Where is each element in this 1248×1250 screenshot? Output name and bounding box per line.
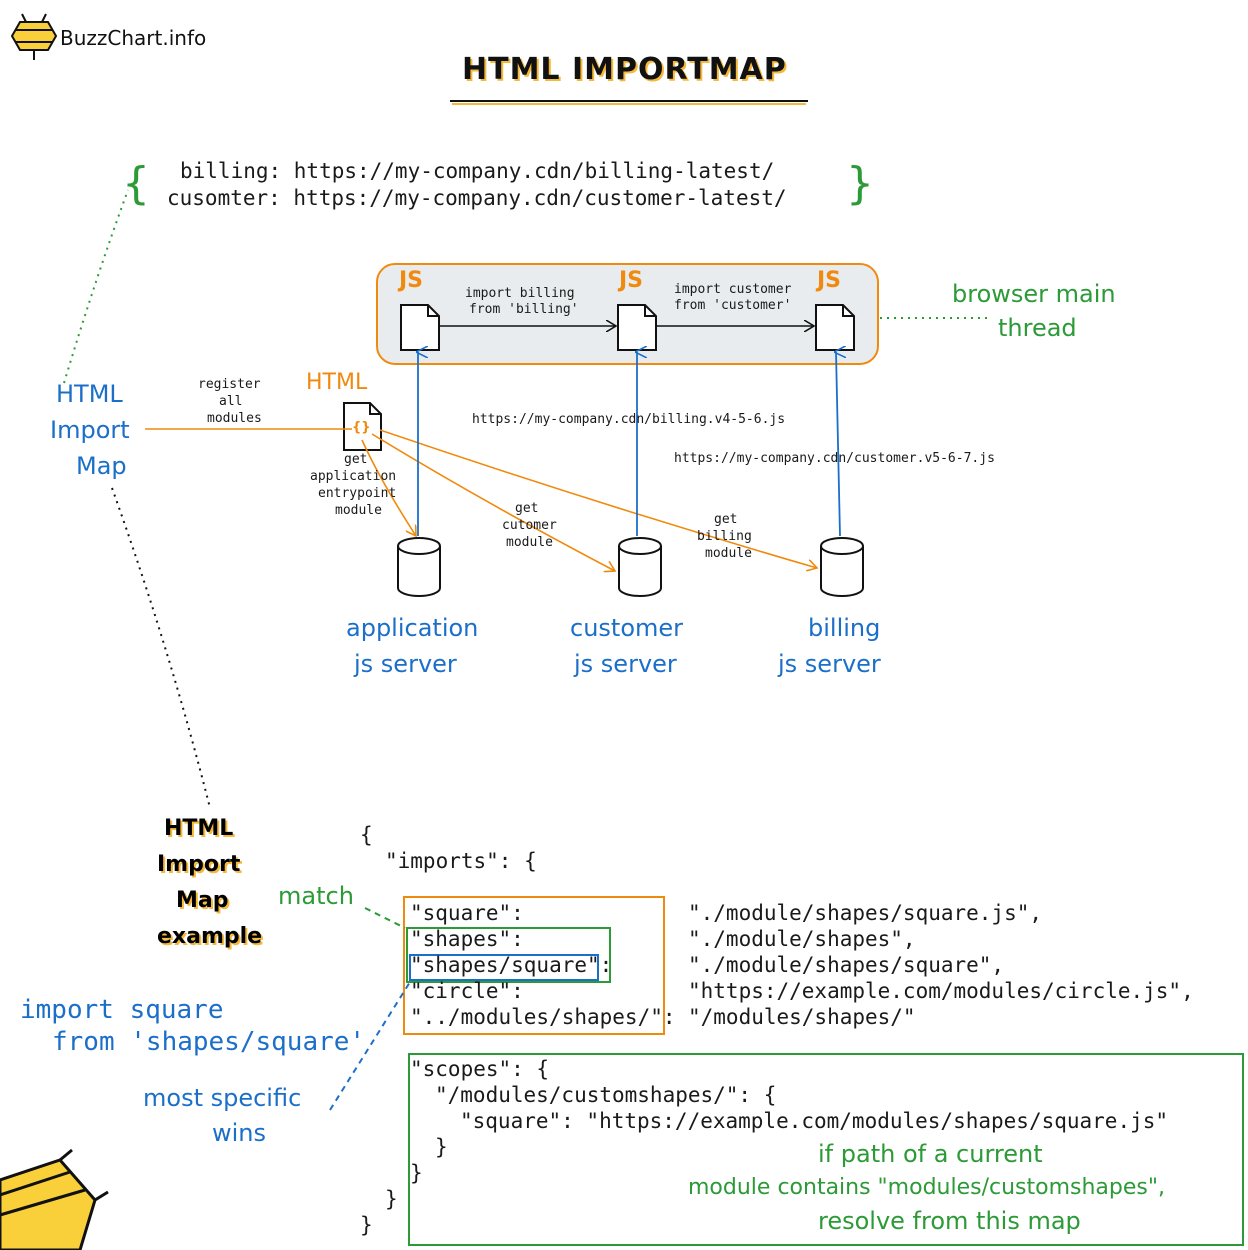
register-label-1: register (198, 377, 261, 392)
code-key-square: "square": (410, 901, 524, 925)
html-braces: {} (352, 420, 371, 435)
example-label-1: HTML (164, 816, 234, 841)
shapes-square-specific-box (409, 954, 599, 981)
code-scopes-open: "scopes": { (410, 1057, 550, 1081)
server-customer-label-2: js server (574, 650, 677, 678)
import-square-line-2: from 'shapes/square' (52, 1027, 366, 1057)
scope-note-line-2: module contains "modules/customshapes", (688, 1175, 1165, 1200)
entry-label-2: application (310, 469, 397, 484)
billing-url: https://my-company.cdn/billing.v4-5-6.js (472, 412, 786, 427)
code-key-modules-shapes: "../modules/shapes/": (410, 1005, 676, 1029)
code-key-shapes-square: "shapes/square": (410, 953, 613, 977)
import-square-line-1: import square (20, 995, 224, 1025)
import-map-label-2: Import (50, 416, 130, 444)
top-map-customer-line: cusomter: https://my-company.cdn/custome… (167, 186, 787, 210)
code-key-shapes: "shapes": (410, 927, 524, 951)
page-title: HTML IMPORTMAP (462, 52, 787, 87)
entry-label-3: entrypoint (318, 486, 397, 501)
code-imports-open: "imports": { (385, 849, 537, 873)
code-open-brace: { (360, 823, 373, 847)
browser-main-label: browser main (952, 280, 1116, 308)
js-label-2: JS (619, 268, 644, 293)
code-value-shapes: "./module/shapes", (688, 927, 916, 951)
server-app-label-1: application (346, 614, 479, 642)
code-scope-key: "/modules/customshapes/": { (435, 1083, 777, 1107)
code-value-square: "./module/shapes/square.js", (688, 901, 1043, 925)
js-label-1: JS (399, 268, 424, 293)
top-map-close-brace: } (846, 158, 874, 209)
code-value-modules-shapes: "/modules/shapes/" (688, 1005, 916, 1029)
importmap-to-example-connector (111, 487, 211, 809)
shapes-match-box (406, 927, 611, 983)
code-close-imports: } (385, 1187, 398, 1211)
code-key-circle: "circle": (410, 979, 524, 1003)
scopes-box (408, 1053, 1244, 1246)
server-customer-label-1: customer (570, 614, 684, 642)
database-icon-billing (820, 537, 864, 597)
brand-name: BuzzChart.info (60, 26, 207, 50)
code-value-circle: "https://example.com/modules/circle.js", (688, 979, 1194, 1003)
billing-server-to-thread-arrow (836, 352, 840, 537)
match-label: match (278, 882, 354, 910)
file-icon-2 (617, 304, 657, 351)
imports-highlight-box (403, 896, 665, 1035)
import-billing-label-1: import billing (465, 286, 575, 301)
entry-label-4: module (335, 503, 382, 518)
code-value-shapes-square: "./module/shapes/square", (688, 953, 1005, 977)
js-label-3: JS (817, 268, 842, 293)
billing-fetch-label-1: get (714, 512, 738, 527)
import-map-label-3: Map (76, 452, 127, 480)
importmap-to-topmap-connector (63, 189, 129, 384)
get-customer-module-arrow (371, 433, 615, 571)
server-app-label-2: js server (354, 650, 457, 678)
bee-logo-icon (10, 13, 58, 60)
top-map-open-brace: { (122, 158, 150, 209)
billing-fetch-label-2: billing (697, 529, 752, 544)
database-icon-customer (618, 537, 662, 597)
most-specific-connector (329, 981, 411, 1111)
import-customer-label-2: from 'customer' (674, 298, 792, 313)
import-map-label-1: HTML (56, 380, 123, 408)
server-billing-label-2: js server (778, 650, 881, 678)
scope-note-line-1: if path of a current (818, 1140, 1043, 1168)
code-close-scopes: } (410, 1161, 423, 1185)
example-label-4: example (157, 924, 263, 949)
database-icon-application (397, 537, 441, 597)
example-label-2: Import (157, 852, 241, 877)
scope-note-line-3: resolve from this map (818, 1207, 1081, 1235)
example-label-3: Map (176, 888, 229, 913)
import-billing-label-2: from 'billing' (469, 302, 579, 317)
billing-fetch-label-3: module (705, 546, 752, 561)
customer-fetch-label-3: module (506, 535, 553, 550)
get-billing-module-arrow (379, 429, 817, 568)
customer-url: https://my-company.cdn/customer.v5-6-7.j… (674, 451, 995, 466)
customer-fetch-label-1: get (515, 501, 539, 516)
top-map-billing-line: billing: https://my-company.cdn/billing-… (180, 159, 775, 183)
server-billing-label-1: billing (808, 614, 881, 642)
get-app-module-arrow (361, 439, 416, 536)
code-scope-entry: "square": "https://example.com/modules/s… (460, 1109, 1169, 1133)
most-specific-label-1: most specific (143, 1084, 302, 1112)
code-close-inner: } (435, 1135, 448, 1159)
customer-fetch-label-2: cutomer (502, 518, 557, 533)
browser-thread-label: thread (998, 314, 1077, 342)
match-connector (364, 907, 406, 929)
register-label-2: all (219, 394, 243, 409)
code-close-root: } (360, 1213, 373, 1237)
html-node-label: HTML (306, 370, 368, 395)
register-label-3: modules (207, 411, 262, 426)
html-file-icon (343, 402, 382, 451)
import-customer-label-1: import customer (674, 282, 792, 297)
bee-mascot-icon (0, 1148, 109, 1250)
file-icon-3 (815, 304, 855, 351)
file-icon-1 (400, 304, 440, 351)
entry-label-1: get (344, 452, 368, 467)
most-specific-label-2: wins (212, 1119, 267, 1147)
